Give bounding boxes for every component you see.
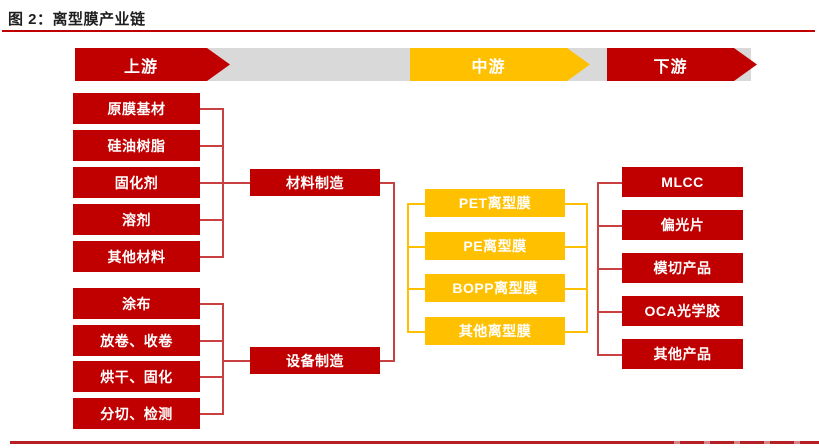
downstream-product-box: 偏光片 <box>622 210 743 240</box>
connector-line <box>565 331 587 333</box>
connector-line <box>222 360 250 362</box>
midstream-product-box: 其他离型膜 <box>425 317 565 345</box>
midstream-product-box: PET离型膜 <box>425 189 565 217</box>
upstream-material-box: 溶剂 <box>73 204 200 235</box>
connector-line <box>200 340 223 342</box>
connector-line <box>597 311 622 313</box>
connector-line <box>597 354 622 356</box>
bottom-rule <box>10 441 819 444</box>
connector-line <box>407 288 425 290</box>
upstream-material-box: 其他材料 <box>73 241 200 272</box>
connector-line <box>597 268 622 270</box>
connector-line <box>200 303 223 305</box>
connector-line <box>200 376 223 378</box>
connector-line <box>380 360 395 362</box>
stage-label-downstream: 下游 <box>653 58 688 76</box>
downstream-product-box: 模切产品 <box>622 253 743 283</box>
connector-line <box>222 303 224 415</box>
upstream-equipment-box: 放卷、收卷 <box>73 325 200 356</box>
downstream-product-box: OCA光学胶 <box>622 296 743 326</box>
downstream-product-box: 其他产品 <box>622 339 743 369</box>
connector-line <box>586 203 588 333</box>
upstream-material-box: 原膜基材 <box>73 93 200 124</box>
connector-line <box>565 246 587 248</box>
manufacturing-box-materials: 材料制造 <box>250 169 380 196</box>
connector-line <box>222 182 250 184</box>
connector-line <box>393 182 395 362</box>
connector-line <box>407 203 409 333</box>
stage-arrow-downstream: 下游 <box>607 48 757 81</box>
connector-line <box>200 182 223 184</box>
manufacturing-box-equipment: 设备制造 <box>250 347 380 374</box>
connector-line <box>200 108 223 110</box>
connector-line <box>407 203 425 205</box>
bottom-rule-dashes <box>650 441 819 444</box>
stage-arrow-midstream: 中游 <box>410 48 590 81</box>
connector-line <box>565 203 587 205</box>
upstream-equipment-box: 涂布 <box>73 288 200 319</box>
connector-line <box>407 246 425 248</box>
figure-title: 图 2：离型膜产业链 <box>8 11 146 28</box>
connector-line <box>597 182 622 184</box>
stage-label-midstream: 中游 <box>471 58 506 76</box>
stage-label-upstream: 上游 <box>123 58 158 76</box>
connector-line <box>565 288 587 290</box>
upstream-material-box: 硅油树脂 <box>73 130 200 161</box>
connector-line <box>200 413 223 415</box>
connector-line <box>407 331 425 333</box>
connector-line <box>200 145 223 147</box>
connector-line <box>380 182 395 184</box>
upstream-material-box: 固化剂 <box>73 167 200 198</box>
connector-line <box>200 219 223 221</box>
stage-arrow-upstream: 上游 <box>75 48 230 81</box>
downstream-product-box: MLCC <box>622 167 743 197</box>
upstream-equipment-box: 分切、检测 <box>73 398 200 429</box>
midstream-product-box: BOPP离型膜 <box>425 274 565 302</box>
connector-line <box>597 225 622 227</box>
title-underline <box>2 30 815 32</box>
midstream-product-box: PE离型膜 <box>425 232 565 260</box>
connector-line <box>200 256 223 258</box>
upstream-equipment-box: 烘干、固化 <box>73 361 200 392</box>
